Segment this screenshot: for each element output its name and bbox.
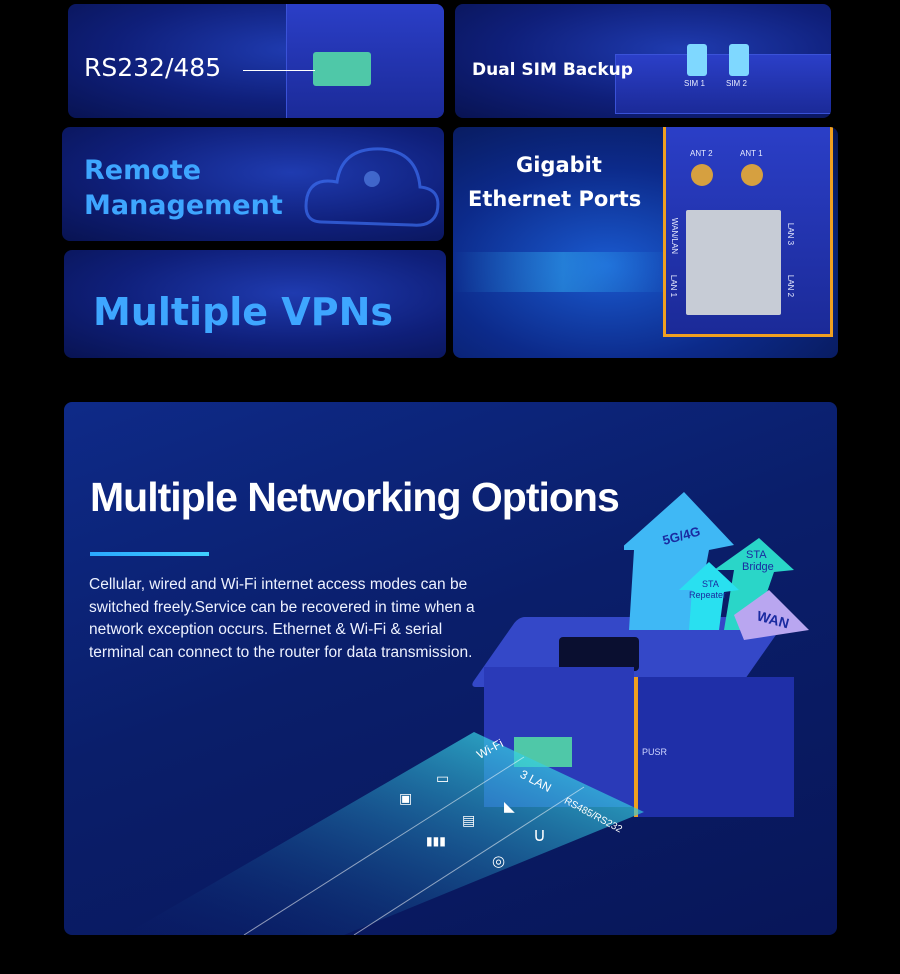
laptop-icon: ▣ [399,790,413,806]
arrow-repeater-label-2: Repeater [689,590,726,600]
arrow-sta-bridge [714,538,794,630]
brand-label: PUSR [642,747,668,757]
sim2-label: SIM 2 [726,79,747,88]
tile-remote-management: Remote Management [62,127,444,241]
phone-icon: ▭ [436,770,450,786]
router-front [634,677,794,817]
connector-line [243,70,315,71]
router-screen [559,637,639,671]
title-underline [90,552,209,556]
ant2-label: ANT 2 [690,149,713,158]
arrow-repeater-label-1: STA [702,579,719,589]
networking-options-panel: Multiple Networking Options Cellular, wi… [64,402,837,935]
arrow-bridge-label-2: Bridge [742,561,774,573]
arrow-bridge-label-1: STA [746,549,767,561]
sim-card-icon [687,44,707,76]
printer-icon: ▤ [462,812,476,828]
connection-floor [124,732,644,935]
wan-lan-label: WAN/LAN [670,217,680,255]
gigabit-line1: Gigabit [516,153,602,177]
antenna-port [741,164,763,186]
server-icon: ▮▮▮ [426,834,446,848]
device-top-image [615,54,831,114]
ant1-label: ANT 1 [740,149,763,158]
network-arrows: 5G/4G STA Bridge STA Repeater WAN [624,492,809,640]
lan1-label: LAN 1 [669,274,679,298]
fingerprint-icon: ◎ [492,853,506,870]
dual-sim-label: Dual SIM Backup [472,60,633,80]
networking-description: Cellular, wired and Wi-Fi internet acces… [89,576,475,661]
tile-rs232: RS232/485 [68,4,444,118]
magnet-icon: Ս [534,828,545,845]
tile-gigabit-ethernet: ANT 2 ANT 1 WAN/LAN LAN 3 LAN 1 LAN 2 Gi… [453,127,838,358]
light-streaks [453,252,673,292]
rs232-label: RS232/485 [84,53,222,82]
terminal-block [313,52,371,86]
cloud-person-icon [304,147,440,227]
ethernet-port-grid [686,210,781,315]
arrow-wan [734,590,809,640]
tile-dual-sim: SIM 1 SIM 2 Dual SIM Backup [455,4,831,118]
sim1-label: SIM 1 [684,79,705,88]
antenna-port [691,164,713,186]
lan2-label: LAN 2 [786,274,796,298]
arrow-5g-4g [624,492,734,630]
remote-line2: Management [84,190,283,221]
tile-multiple-vpns: Multiple VPNs [64,250,446,358]
networking-title: Multiple Networking Options [90,474,620,520]
gigabit-line2: Ethernet Ports [468,187,642,211]
sim-card-icon [729,44,749,76]
arrow-sta-repeater [679,562,739,630]
remote-line1: Remote [84,155,202,186]
camera-icon: ◣ [504,798,515,814]
vpn-label: Multiple VPNs [93,290,393,334]
router-device: PUSR [469,617,794,817]
router-front-image: ANT 2 ANT 1 WAN/LAN LAN 3 LAN 1 LAN 2 [663,127,833,337]
lan3-label: LAN 3 [786,222,796,246]
